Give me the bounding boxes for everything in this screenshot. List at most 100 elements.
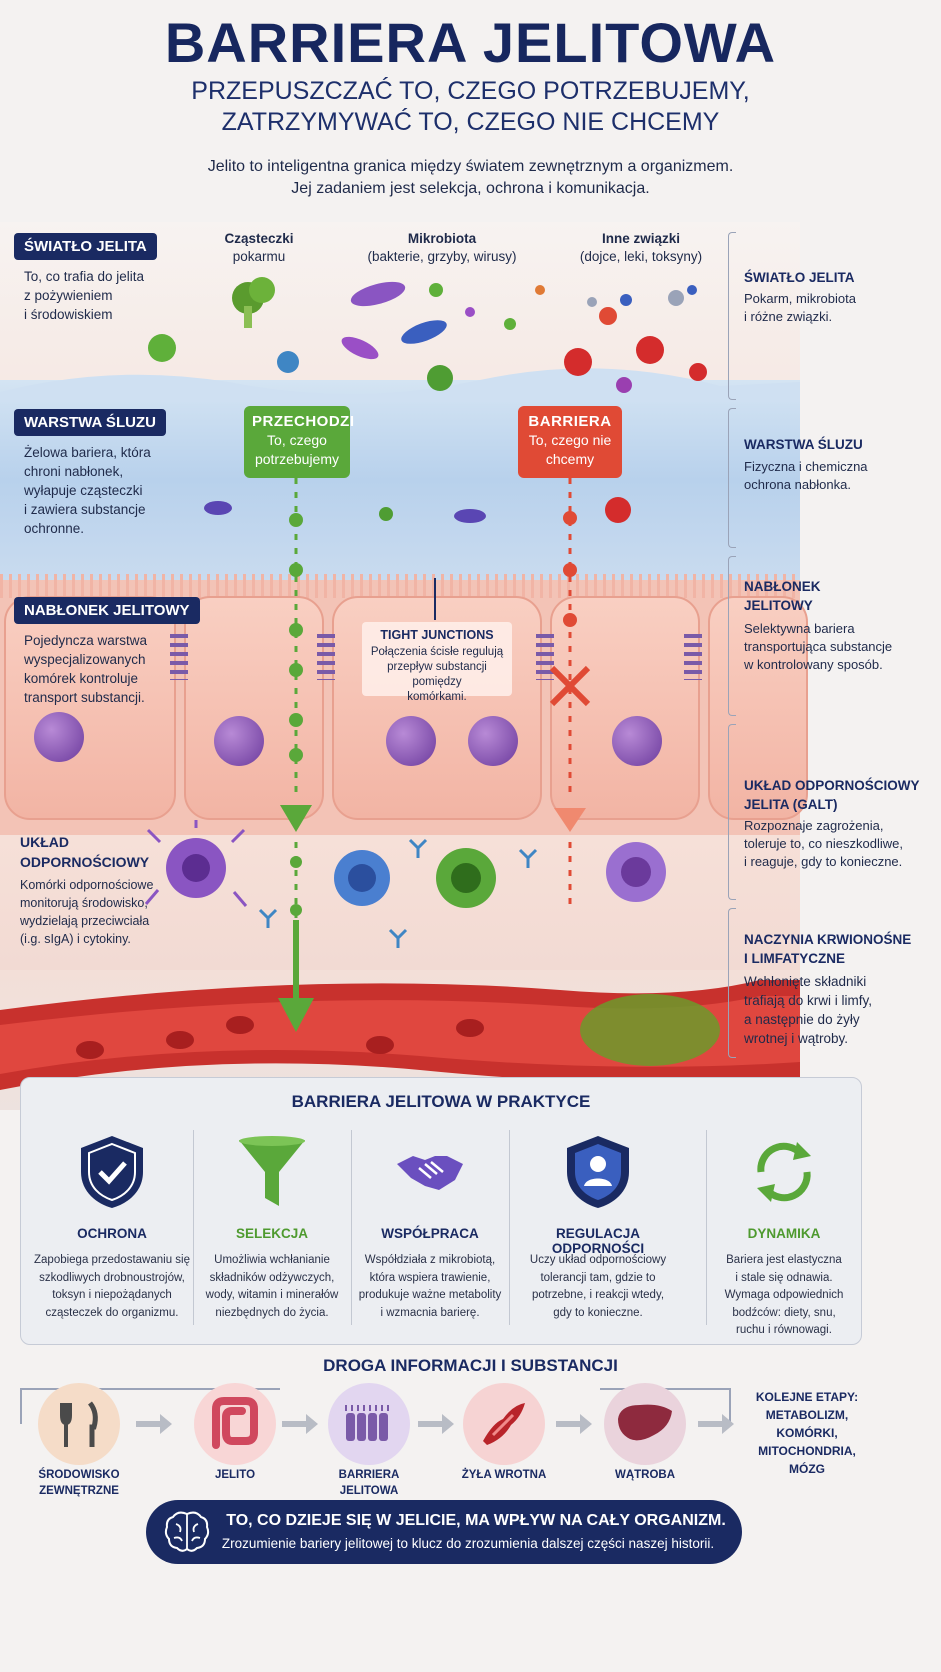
desc-line: i zawiera substancje xyxy=(24,502,146,517)
desc-line: Pokarm, mikrobiota xyxy=(744,291,856,306)
column-sub: pokarmu xyxy=(232,249,286,264)
right-epithelium-description: Selektywna bariera transportująca substa… xyxy=(744,620,934,674)
text-line: tolerancji tam, gdzie to xyxy=(540,1271,656,1284)
right-lumen-heading: ŚWIATŁO JELITA xyxy=(744,270,855,285)
arrow-right-icon xyxy=(418,1414,454,1434)
arrow-right-icon xyxy=(282,1414,318,1434)
page-title: BARRIERA JELITOWA xyxy=(164,11,777,74)
column-title: Inne związki xyxy=(601,231,681,246)
desc-line: transportująca substancje xyxy=(744,639,893,654)
barrier-path xyxy=(549,478,591,910)
vein-icon xyxy=(483,1403,525,1445)
desc-line: Selektywna bariera xyxy=(744,621,855,636)
label-line: ŻYŁA WROTNA xyxy=(461,1469,547,1481)
desc-line: Żelowa bariera, która xyxy=(24,445,151,460)
desc-line: komórek kontroluje xyxy=(24,671,139,686)
heading-line: NACZYNIA KRWIONOŚNE xyxy=(744,932,912,947)
text-line: niezbędnych do życia. xyxy=(215,1306,329,1319)
epithelium-description: Pojedyncza warstwa wyspecjalizowanych ko… xyxy=(24,631,147,707)
pass-line: potrzebujemy xyxy=(254,451,340,467)
heading-line: JELITOWY xyxy=(744,598,813,613)
column-title: Cząsteczki xyxy=(224,231,294,246)
desc-line: ochrona nabłonka. xyxy=(744,477,851,492)
desc-line: i środowiskiem xyxy=(24,307,113,322)
desc-line: toleruje to, co nieszkodliwe, xyxy=(744,836,903,851)
desc-line: Komórki odpornościowe xyxy=(20,878,154,892)
arrow-right-icon xyxy=(556,1414,592,1434)
subtitle-line: PRZEPUSZCZAĆ TO, CZEGO POTRZEBUJEMY, xyxy=(191,77,750,105)
barrier-line: chcemy xyxy=(545,451,595,467)
desc-line: ochronne. xyxy=(24,521,85,536)
text-line: szkodliwych drobnoustrojów, xyxy=(39,1271,185,1284)
arrow-right-icon xyxy=(136,1414,172,1434)
handshake-icon xyxy=(397,1156,463,1190)
cell-nucleus xyxy=(386,716,436,766)
column-sub: (bakterie, grzyby, wirusy) xyxy=(367,249,517,264)
cycle-icon xyxy=(757,1142,811,1202)
epithelial-cell xyxy=(550,596,700,820)
barrier-line: To, czego nie xyxy=(528,432,612,448)
text-line: wody, witamin i minerałów xyxy=(205,1289,339,1301)
pass-title: PRZECHODZI xyxy=(252,413,355,430)
route-node-portal-vein xyxy=(463,1383,545,1465)
next-steps: KOLEJNE ETAPY: METABOLIZM, KOMÓRKI, MITO… xyxy=(752,1388,862,1478)
right-mucus-heading: WARSTWA ŚLUZU xyxy=(744,437,863,452)
practice-item-text: Zapobiega przedostawaniu się szkodliwych… xyxy=(33,1252,191,1322)
barrier-title: BARRIERA xyxy=(528,413,612,430)
pass-label: PRZECHODZI To, czego potrzebujemy xyxy=(244,406,355,478)
desc-line: monitorują środowisko, xyxy=(20,896,148,910)
epithelial-cell xyxy=(4,596,176,820)
intro-line: Jelito to inteligentna granica między św… xyxy=(207,158,734,175)
label-line: BARRIERA xyxy=(338,1469,400,1481)
epithelium-tag: NABŁONEK JELITOWY xyxy=(14,597,200,624)
cell-nucleus xyxy=(612,716,662,766)
heading-line: UKŁAD xyxy=(20,834,69,850)
route-title: DROGA INFORMACJI I SUBSTANCJI xyxy=(323,1356,618,1375)
bracket xyxy=(728,908,736,1058)
bracket xyxy=(728,232,736,400)
desc-line: Fizyczna i chemiczna xyxy=(744,459,868,474)
practice-item-title: OCHRONA xyxy=(77,1226,147,1241)
arrow-right-icon xyxy=(698,1414,734,1434)
heading-line: I LIMFATYCZNE xyxy=(744,951,845,966)
pass-path xyxy=(278,478,314,1032)
text-line: i stale się odnawia. xyxy=(735,1271,833,1284)
label-line: JELITOWA xyxy=(339,1485,399,1497)
desc-line: i reaguje, gdy to konieczne. xyxy=(744,854,903,869)
tight-junctions-line: przepływ substancji pomiędzy xyxy=(387,661,487,688)
text-line: bodźców: diety, snu, xyxy=(732,1306,836,1319)
tight-junctions-title: TIGHT JUNCTIONS xyxy=(380,628,494,642)
immune-heading: UKŁAD ODPORNOŚCIOWY xyxy=(20,832,149,872)
divider xyxy=(706,1130,707,1325)
dendritic-cell-icon xyxy=(144,820,248,907)
desc-line: i różne związki. xyxy=(744,309,833,324)
desc-line: chroni nabłonek, xyxy=(24,464,124,479)
practice-item-title: REGULACJA ODPORNOŚCI xyxy=(551,1226,645,1256)
footer-headline: TO, CO DZIEJE SIĘ W JELICIE, MA WPŁYW NA… xyxy=(226,1512,726,1529)
text-line: cząsteczek do organizmu. xyxy=(45,1306,179,1319)
divider xyxy=(193,1130,194,1325)
mucus-description: Żelowa bariera, która chroni nabłonek, w… xyxy=(24,443,151,538)
text-line: i wzmacnia barierę. xyxy=(380,1306,480,1319)
label-line: ŚRODOWISKO xyxy=(38,1469,120,1481)
desc-line: wydzielają przeciwciała xyxy=(20,914,150,928)
route-node-label: WĄTROBA xyxy=(580,1467,710,1483)
cutlery-icon xyxy=(60,1401,98,1447)
funnel-icon xyxy=(239,1136,305,1206)
label-line: WĄTROBA xyxy=(614,1469,676,1481)
right-mucus-description: Fizyczna i chemiczna ochrona nabłonka. xyxy=(744,458,934,494)
desc-line: wyspecjalizowanych xyxy=(24,652,146,667)
route-node-environment xyxy=(38,1383,120,1465)
practice-item-text: Współdziała z mikrobiotą, która wspiera … xyxy=(351,1252,509,1322)
tight-junctions-callout: TIGHT JUNCTIONS Połączenia ścisłe regulu… xyxy=(362,622,512,703)
next-steps-line: METABOLIZM, xyxy=(765,1408,849,1422)
desc-line: Rozpoznaje zagrożenia, xyxy=(744,818,884,833)
desc-line: To, co trafia do jelita xyxy=(24,269,145,284)
route-node-liver xyxy=(604,1383,686,1465)
practice-item-text: Bariera jest elastyczna i stale się odna… xyxy=(706,1252,862,1340)
shield-check-icon xyxy=(81,1136,143,1208)
text-line: toksyn i niepożądanych xyxy=(52,1289,172,1301)
desc-line: w kontrolowany sposób. xyxy=(744,657,883,672)
route-node-label: ŚRODOWISKO ZEWNĘTRZNE xyxy=(14,1467,144,1499)
desc-line: Wchłonięte składniki xyxy=(744,974,867,989)
